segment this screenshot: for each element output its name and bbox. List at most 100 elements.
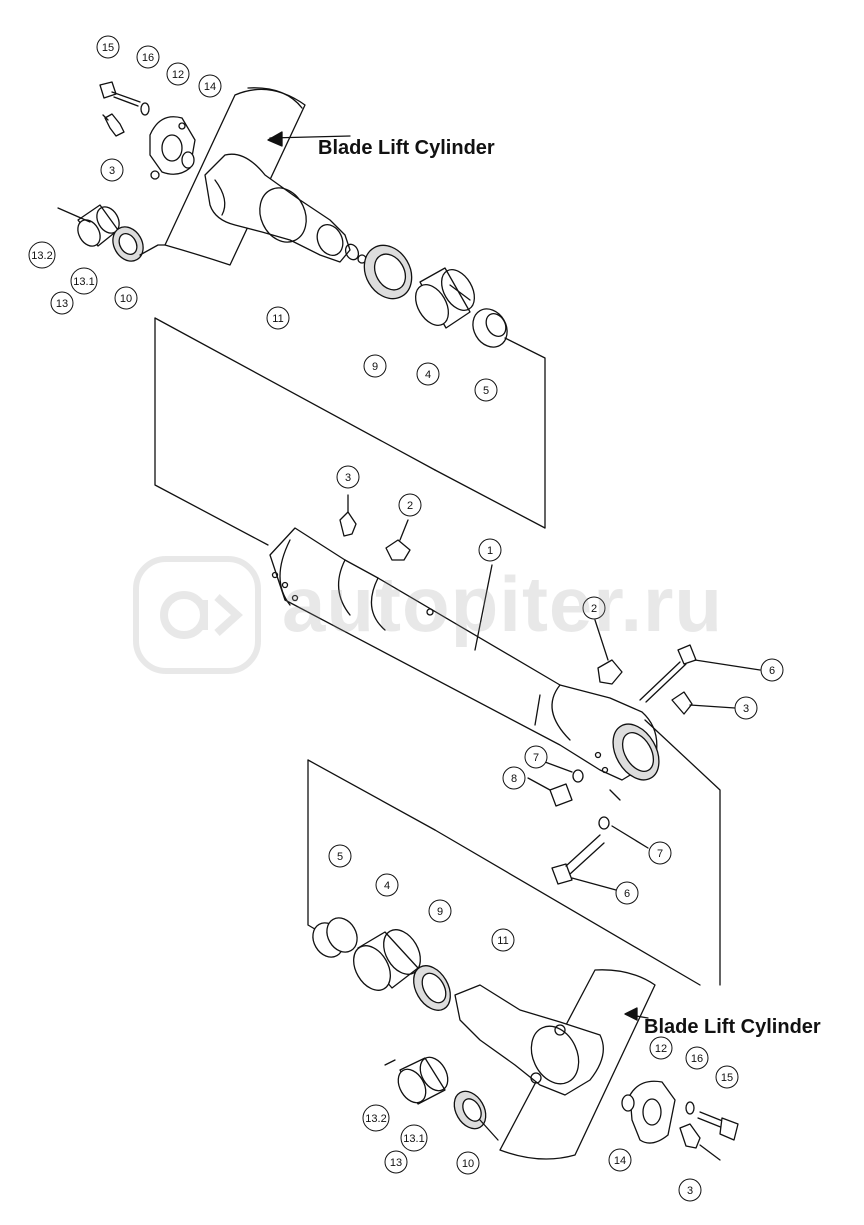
svg-text:13.2: 13.2 xyxy=(31,250,52,262)
balloon-4-bottom: 4 xyxy=(375,873,399,897)
svg-text:9: 9 xyxy=(437,906,443,918)
svg-text:3: 3 xyxy=(345,472,351,484)
svg-text:9: 9 xyxy=(372,361,378,373)
balloon-13-1-top: 13.1 xyxy=(70,267,98,295)
balloon-11-bottom: 11 xyxy=(491,928,515,952)
seal-9-bottom xyxy=(413,965,451,1011)
balloon-10-bottom: 10 xyxy=(456,1151,480,1175)
svg-text:3: 3 xyxy=(687,1185,693,1197)
balloon-10-top: 10 xyxy=(114,286,138,310)
washer-7-left xyxy=(572,769,584,783)
balloon-7-left: 7 xyxy=(524,745,548,769)
svg-text:13: 13 xyxy=(56,298,68,310)
breather-fitting-right xyxy=(594,619,623,685)
balloon-6-lower: 6 xyxy=(615,881,639,905)
balloon-9-top: 9 xyxy=(363,354,387,378)
balloon-13-bottom: 13 xyxy=(384,1150,408,1174)
balloon-13-2-bottom: 13.2 xyxy=(362,1104,390,1132)
balloon-3-top: 3 xyxy=(100,158,124,182)
svg-text:11: 11 xyxy=(272,313,283,325)
washer-7-lower xyxy=(598,816,610,830)
svg-text:2: 2 xyxy=(591,603,597,615)
svg-text:1: 1 xyxy=(487,545,493,557)
svg-text:15: 15 xyxy=(102,42,114,54)
balloon-14-bottom: 14 xyxy=(608,1148,632,1172)
svg-text:12: 12 xyxy=(655,1043,667,1055)
svg-text:5: 5 xyxy=(337,851,343,863)
ring-5-top xyxy=(472,308,508,348)
sleeve-13-bottom xyxy=(397,1056,449,1105)
seal-10-bottom xyxy=(453,1090,487,1130)
balloon-16-top: 16 xyxy=(136,45,160,69)
nut-8 xyxy=(527,777,573,807)
balloon-4-top: 4 xyxy=(416,362,440,386)
svg-text:13.2: 13.2 xyxy=(365,1113,386,1125)
svg-text:10: 10 xyxy=(462,1158,474,1170)
balloon-12-bottom: 12 xyxy=(649,1036,673,1060)
trunnion-shaft-top xyxy=(204,153,367,264)
svg-text:11: 11 xyxy=(497,935,508,947)
svg-text:13.1: 13.1 xyxy=(403,1133,424,1145)
balloon-13-2-top: 13.2 xyxy=(28,241,56,269)
callout-blade-lift-cylinder-bottom: Blade Lift Cylinder xyxy=(644,1016,821,1038)
washer-top xyxy=(140,102,150,116)
balloon-12-top: 12 xyxy=(166,62,190,86)
svg-text:7: 7 xyxy=(657,848,663,860)
grease-fitting-mid xyxy=(339,494,357,537)
svg-text:2: 2 xyxy=(407,500,413,512)
svg-text:16: 16 xyxy=(691,1053,703,1065)
bolt-top xyxy=(99,81,141,107)
breather-fitting-mid-upper xyxy=(385,519,411,561)
balloon-6-upper: 6 xyxy=(760,658,784,682)
bushing-4-bottom xyxy=(353,929,421,991)
balloon-5-top: 5 xyxy=(474,378,498,402)
balloon-16-bottom: 16 xyxy=(685,1046,709,1070)
balloon-2-mid: 2 xyxy=(398,493,422,517)
balloon-15-top: 15 xyxy=(96,35,120,59)
balloon-3-mid: 3 xyxy=(336,465,360,489)
svg-text:13.1: 13.1 xyxy=(73,276,94,288)
cylinder-body-1 xyxy=(269,527,660,781)
svg-text:14: 14 xyxy=(614,1155,626,1167)
balloon-13-1-bottom: 13.1 xyxy=(400,1124,428,1152)
balloon-2-right: 2 xyxy=(582,596,606,620)
balloon-3-bottom: 3 xyxy=(678,1178,702,1202)
callout-blade-lift-cylinder-top: Blade Lift Cylinder xyxy=(318,137,495,159)
svg-text:4: 4 xyxy=(425,369,431,381)
bolt-bottom xyxy=(697,1111,739,1141)
bolt-6-lower xyxy=(551,834,617,891)
balloon-7-lower: 7 xyxy=(648,841,672,865)
balloon-11-top: 11 xyxy=(266,306,290,330)
grease-fitting-right xyxy=(671,691,736,715)
svg-text:6: 6 xyxy=(624,888,630,900)
svg-text:16: 16 xyxy=(142,52,154,64)
grease-fitting-top xyxy=(102,113,125,137)
svg-text:4: 4 xyxy=(384,880,390,892)
balloon-15-bottom: 15 xyxy=(715,1065,739,1089)
svg-text:15: 15 xyxy=(721,1072,733,1084)
balloon-9-bottom: 9 xyxy=(428,899,452,923)
seal-9-top xyxy=(363,244,413,300)
pin-bottom xyxy=(621,1094,635,1112)
cap-bracket-top xyxy=(149,116,196,180)
balloon-14-top: 14 xyxy=(198,74,222,98)
svg-text:3: 3 xyxy=(743,703,749,715)
grease-fitting-bottom xyxy=(679,1123,721,1161)
svg-text:13: 13 xyxy=(390,1157,402,1169)
svg-text:7: 7 xyxy=(533,752,539,764)
svg-text:6: 6 xyxy=(769,665,775,677)
svg-text:3: 3 xyxy=(109,165,115,177)
svg-text:10: 10 xyxy=(120,293,132,305)
bushing-4-top xyxy=(414,267,476,329)
balloon-3-right: 3 xyxy=(734,696,758,720)
balloon-13-top: 13 xyxy=(50,291,74,315)
balloon-8: 8 xyxy=(502,766,526,790)
balloon-1: 1 xyxy=(478,538,502,562)
svg-text:5: 5 xyxy=(483,385,489,397)
balloon-5-bottom: 5 xyxy=(328,844,352,868)
pin-top xyxy=(181,151,195,169)
cap-bracket-bottom xyxy=(629,1080,676,1144)
svg-text:14: 14 xyxy=(204,81,216,93)
